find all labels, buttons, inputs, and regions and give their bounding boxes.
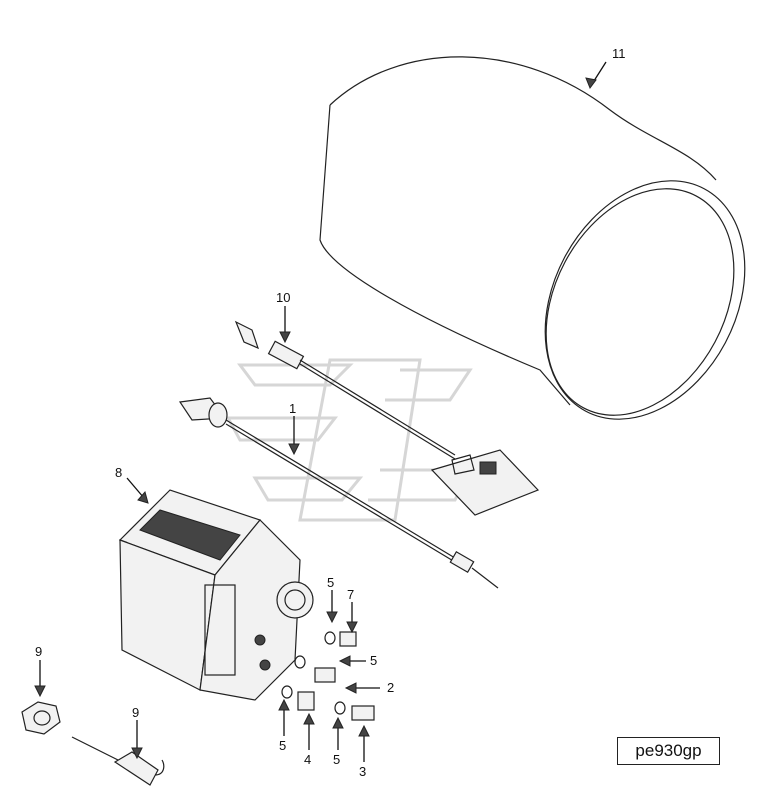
callout-1: 1 <box>289 401 296 416</box>
leader-lines <box>34 61 607 762</box>
callout-5-top: 5 <box>327 575 334 590</box>
callout-8: 9 <box>35 644 42 659</box>
callout-5-bottom-left: 5 <box>279 738 286 753</box>
callout-4: 4 <box>304 752 311 767</box>
callout-11: 11 <box>612 46 626 61</box>
part-10-sensor-cable <box>234 320 540 516</box>
callout-7: 8 <box>115 465 122 480</box>
callout-10: 10 <box>276 290 290 305</box>
callout-6: 7 <box>347 587 354 602</box>
callout-3: 3 <box>359 764 366 779</box>
watermark-logo <box>225 358 473 522</box>
callout-5-bottom-right: 5 <box>333 752 340 767</box>
part-8-hex-nut <box>21 701 61 735</box>
part-7-control-module <box>118 489 314 701</box>
part-11-cylinder-shell <box>319 56 746 420</box>
part-1-harness-cable <box>178 397 499 589</box>
callout-9: 9 <box>132 705 139 720</box>
fittings-group <box>281 631 375 721</box>
callout-2: 2 <box>387 680 394 695</box>
part-9-sensor-probe <box>71 736 165 786</box>
reference-code-label: pe930gp <box>617 737 720 765</box>
callout-5-right: 5 <box>370 653 377 668</box>
